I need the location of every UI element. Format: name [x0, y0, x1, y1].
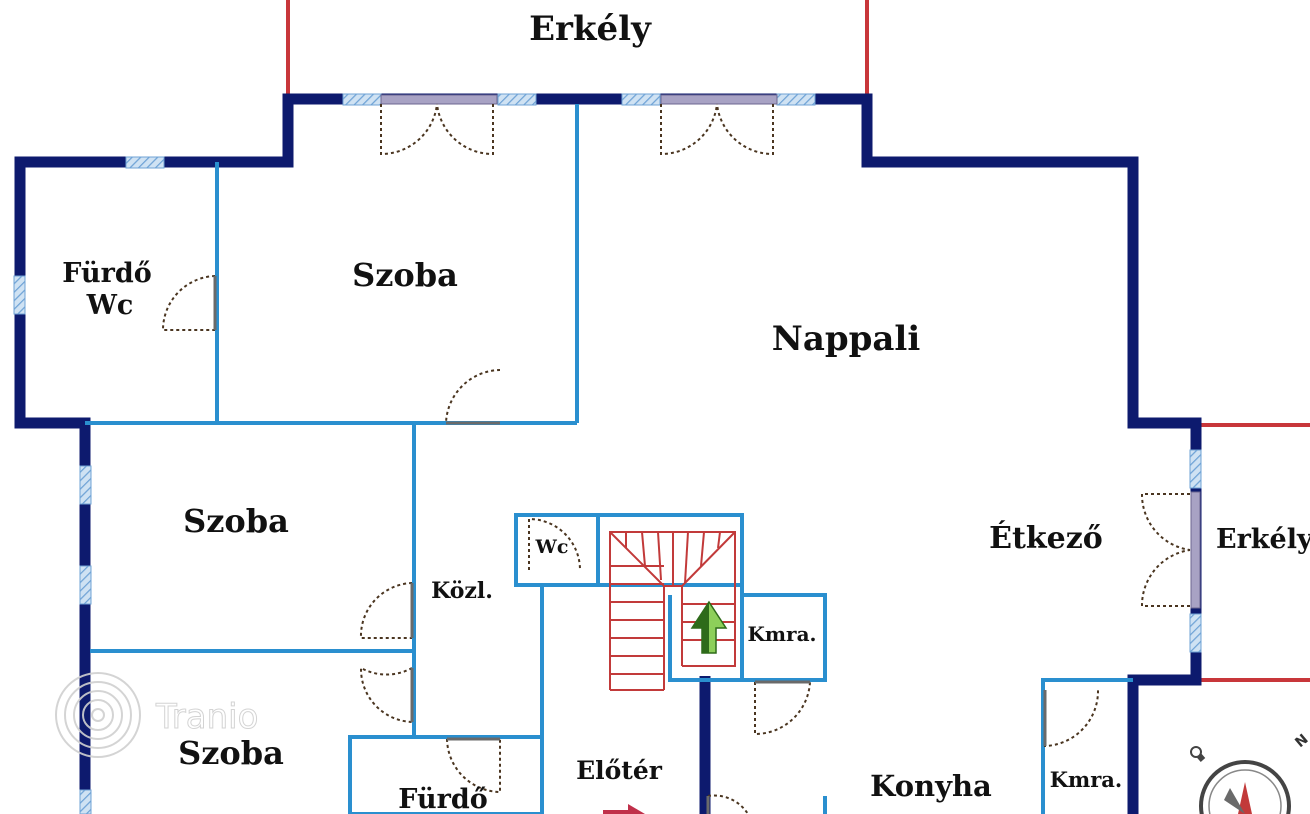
label-pantry-2: Kmra. [1050, 767, 1122, 792]
label-kitchen: Konyha [870, 769, 992, 803]
label-balcony-top: Erkély [529, 9, 652, 49]
balcony-door-right [660, 103, 774, 156]
balcony-outlines [286, 0, 1310, 682]
label-bathroom-1: Fürdő [62, 258, 151, 289]
compass-letter: N [1292, 731, 1310, 751]
label-dining: Étkező [989, 520, 1103, 556]
entrance-arrow-icon [603, 804, 645, 814]
label-room-middle: Szoba [183, 502, 289, 540]
dining-balcony-door [1140, 493, 1191, 607]
label-pantry-1: Kmra. [747, 622, 816, 646]
pantry-door [754, 681, 811, 736]
tranio-watermark: Tranio [55, 672, 259, 758]
label-bathroom-bottom: Fürdő [398, 784, 487, 814]
wc-door [528, 517, 581, 571]
windows [13, 93, 1202, 814]
label-wc: Wc [535, 536, 569, 558]
balcony-door-frames [380, 94, 1201, 609]
label-living-room: Nappali [772, 319, 921, 359]
label-bathroom-wc: Wc [86, 290, 134, 321]
doors [161, 103, 1191, 814]
staircase [609, 531, 736, 691]
door-leaves [213, 276, 1047, 814]
label-room-bottom: Szoba [178, 734, 284, 772]
bathroom-door [161, 275, 216, 331]
watermark-text: Tranio [155, 697, 258, 737]
label-room-top: Szoba [352, 256, 458, 294]
label-corridor: Közl. [431, 578, 493, 604]
interior-walls [85, 104, 1133, 814]
compass-icon: N [1190, 731, 1310, 814]
room-top-door [444, 369, 501, 424]
kitchen-door [707, 794, 749, 814]
bathroom-bottom-door [446, 738, 501, 794]
room-middle-door [359, 582, 413, 639]
balcony-door-left [380, 103, 494, 156]
label-hall: Előtér [576, 756, 663, 785]
room-bottom-door [359, 666, 413, 723]
pantry-2-door [1044, 689, 1100, 748]
label-balcony-right: Erkély [1216, 524, 1310, 555]
stair-up-arrow-icon [690, 600, 728, 654]
tranio-logo-icon [55, 672, 141, 758]
room-labels: Erkély Fürdő Wc Szoba Nappali Szoba Közl… [62, 9, 1310, 814]
